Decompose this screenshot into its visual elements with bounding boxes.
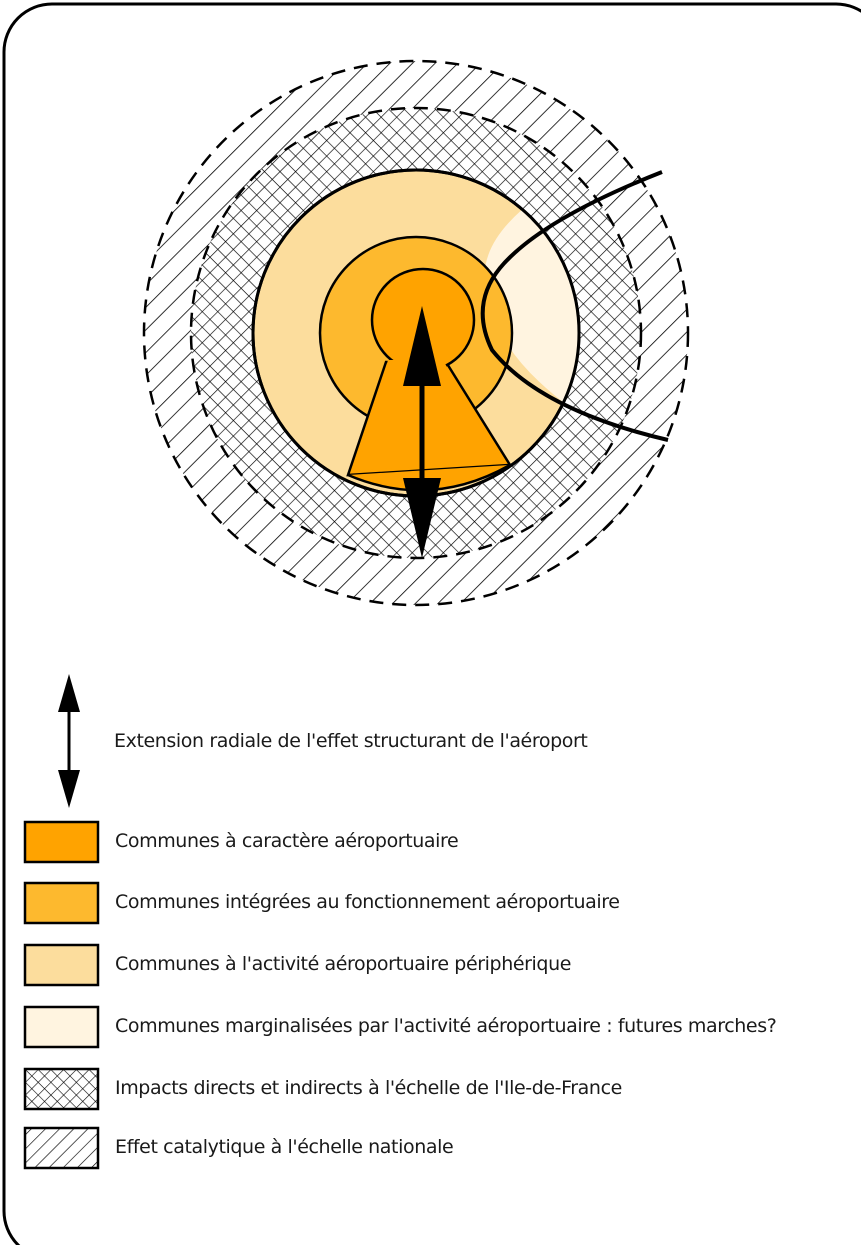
- legend-label-4: Communes marginalisées par l'activité aé…: [115, 1015, 777, 1037]
- marginalized-boundary: [480, 170, 669, 442]
- legend-swatch-6: [23, 1126, 100, 1170]
- legend-label-5: Impacts directs et indirects à l'échelle…: [115, 1077, 622, 1099]
- legend-label-1: Communes à caractère aéroportuaire: [115, 830, 459, 852]
- legend-swatch-5: [23, 1067, 100, 1111]
- regional-impact-boundary: [189, 106, 643, 560]
- radial-extension-arrow: [403, 306, 441, 558]
- legend-swatch-2: [23, 881, 100, 925]
- legend-label-3: Communes à l'activité aéroportuaire péri…: [115, 953, 572, 975]
- legend-label-2: Communes intégrées au fonctionnement aér…: [115, 891, 620, 913]
- marginalized-zone: [484, 170, 579, 440]
- legend-label-6: Effet catalytique à l'échelle nationale: [115, 1136, 454, 1158]
- legend-arrow-label: Extension radiale de l'effet structurant…: [114, 730, 588, 752]
- legend-swatch-1: [23, 820, 100, 864]
- legend-swatch-4: [23, 1005, 100, 1049]
- legend-swatch-3: [23, 943, 100, 987]
- legend-arrow-icon: [58, 674, 80, 808]
- national-effect-boundary: [142, 59, 690, 607]
